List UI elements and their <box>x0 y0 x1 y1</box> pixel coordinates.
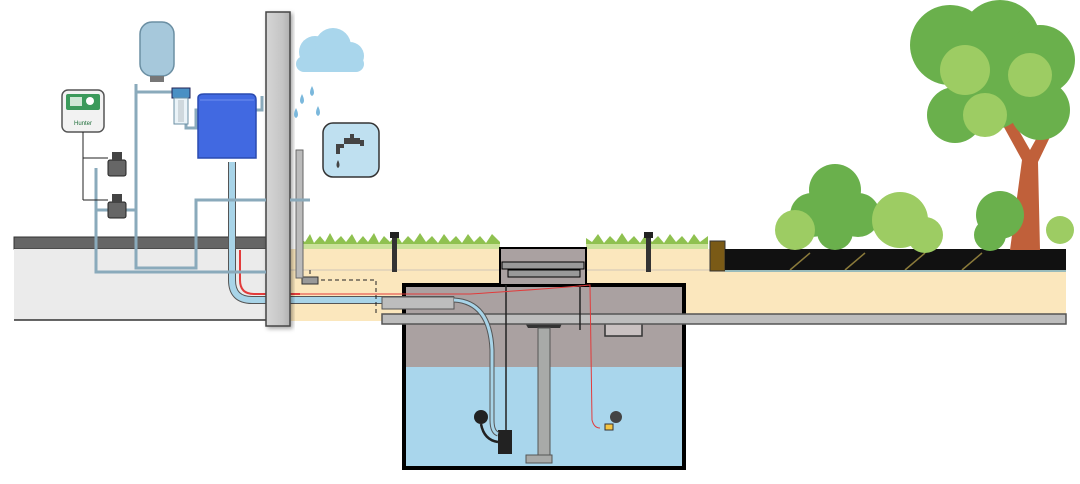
left-ground <box>13 236 267 321</box>
control-unit-box <box>197 93 257 159</box>
controller-brand-text: Hunter <box>74 121 92 127</box>
rain-cloud <box>294 28 364 118</box>
paved-driveway <box>709 240 1066 272</box>
drain-pipe <box>381 313 1067 325</box>
solenoid-valve-1 <box>107 152 127 177</box>
irrigation-controller: Hunter <box>61 89 108 201</box>
downpipe <box>295 149 304 279</box>
solenoid-valve-2 <box>107 194 127 219</box>
house-wall <box>265 11 291 327</box>
indoor-pipes <box>94 84 310 274</box>
sprinkler-2 <box>644 232 653 272</box>
garden-tap-icon <box>322 122 380 178</box>
inline-water-filter <box>171 87 191 125</box>
bushes <box>775 164 1074 253</box>
suction-pipe <box>228 162 601 437</box>
lawn-left <box>300 233 500 249</box>
pressure-expansion-tank <box>139 21 175 82</box>
sprinkler-1 <box>390 232 399 272</box>
